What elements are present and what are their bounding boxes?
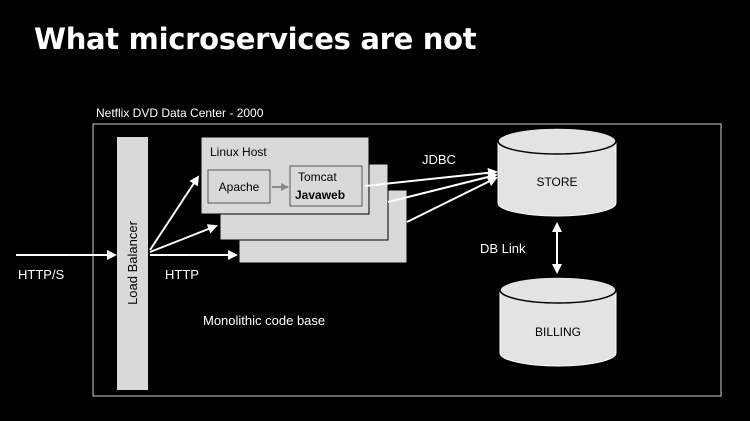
jdbc-arrow-3: [406, 177, 498, 223]
lb-to-host-1-arrow: [149, 175, 200, 251]
linux-host-label: Linux Host: [210, 145, 267, 159]
db-link-label: DB Link: [480, 241, 526, 256]
lb-to-host-2-arrow: [149, 224, 218, 253]
data-center-boundary: [92, 123, 722, 397]
load-balancer-label: Load Balancer: [125, 220, 140, 305]
data-center-label: Netflix DVD Data Center - 2000: [96, 106, 264, 120]
client-protocol-label: HTTP/S: [18, 267, 65, 282]
billing-database: [499, 276, 617, 367]
jdbc-arrow-2: [387, 172, 498, 203]
store-database: [497, 127, 617, 217]
store-db-label: STORE: [536, 175, 577, 189]
jdbc-arrow-1: [364, 167, 498, 187]
tomcat-label: Tomcat: [298, 170, 337, 184]
javaweb-label: Javaweb: [295, 188, 345, 202]
codebase-label: Monolithic code base: [203, 313, 325, 328]
apache-box: [207, 169, 271, 204]
load-balancer: [117, 137, 148, 390]
apache-label: Apache: [219, 180, 260, 194]
billing-db-label: BILLING: [535, 325, 581, 339]
internal-protocol-label: HTTP: [165, 267, 199, 282]
jdbc-label: JDBC: [422, 152, 456, 167]
slide-title: What microservices are not: [34, 22, 477, 56]
tomcat-box: [289, 165, 363, 207]
